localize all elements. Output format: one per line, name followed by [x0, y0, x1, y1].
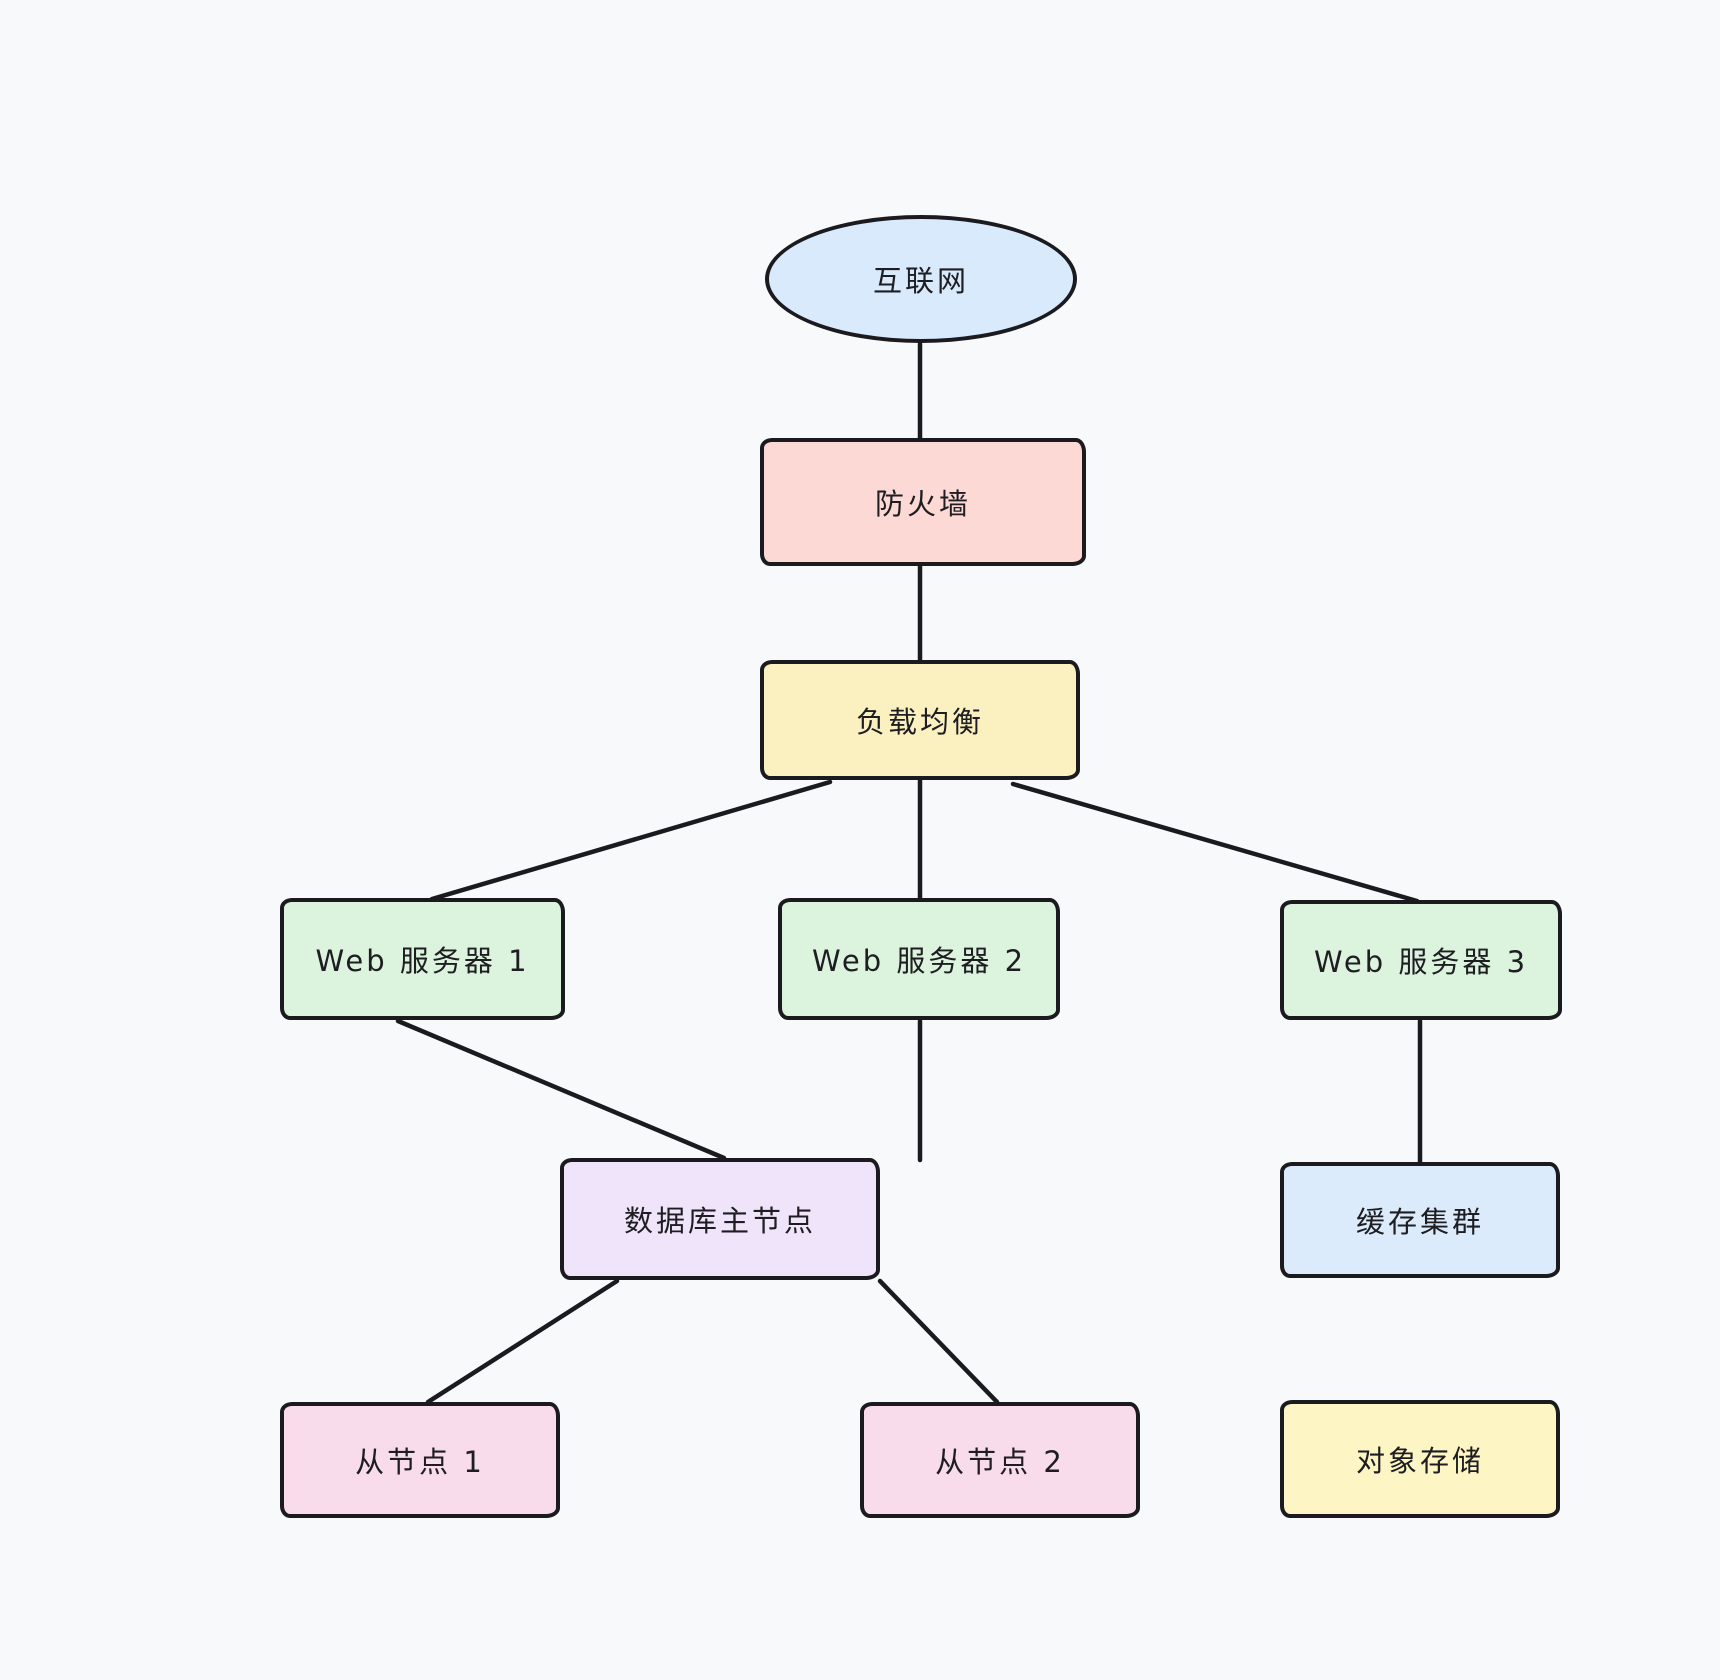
- node-cache-cluster[interactable]: 缓存集群: [1280, 1162, 1560, 1278]
- node-label-web-server-2: Web 服务器 2: [811, 944, 1027, 978]
- edge-load-balancer-to-web-3[interactable]: [1010, 781, 1420, 904]
- node-label-load-balancer: 负载均衡: [855, 705, 984, 739]
- node-slave-node-1[interactable]: 从节点 1: [280, 1402, 560, 1518]
- node-label-internet: 互联网: [872, 264, 969, 298]
- node-internet[interactable]: 互联网: [765, 215, 1077, 343]
- node-label-object-storage: 对象存储: [1355, 1444, 1484, 1478]
- node-firewall[interactable]: 防火墙: [760, 438, 1086, 566]
- node-label-slave-node-2: 从节点 2: [935, 1445, 1065, 1479]
- node-label-db-master: 数据库主节点: [623, 1204, 816, 1238]
- edge-db-master-to-slave-2[interactable]: [877, 1278, 1000, 1405]
- node-web-server-3[interactable]: Web 服务器 3: [1280, 900, 1562, 1020]
- node-db-master[interactable]: 数据库主节点: [560, 1158, 880, 1280]
- node-label-web-server-1: Web 服务器 1: [315, 944, 530, 978]
- node-label-slave-node-1: 从节点 1: [355, 1445, 485, 1479]
- node-load-balancer[interactable]: 负载均衡: [760, 660, 1080, 780]
- node-label-firewall: 防火墙: [874, 487, 971, 521]
- node-object-storage[interactable]: 对象存储: [1280, 1400, 1560, 1518]
- edge-db-master-to-slave-1[interactable]: [425, 1278, 620, 1405]
- edge-web-1-to-db-master[interactable]: [395, 1018, 727, 1161]
- node-label-web-server-3: Web 服务器 3: [1313, 945, 1529, 979]
- node-web-server-2[interactable]: Web 服务器 2: [778, 898, 1060, 1020]
- node-label-cache-cluster: 缓存集群: [1355, 1205, 1484, 1239]
- node-web-server-1[interactable]: Web 服务器 1: [280, 898, 565, 1020]
- node-slave-node-2[interactable]: 从节点 2: [860, 1402, 1140, 1518]
- edge-load-balancer-to-web-1[interactable]: [429, 779, 833, 902]
